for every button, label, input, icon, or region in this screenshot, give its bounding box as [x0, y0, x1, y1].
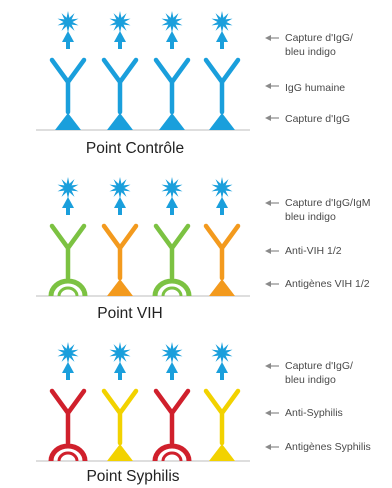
starburst-icon	[211, 11, 233, 33]
antibody-unit	[101, 177, 139, 296]
starburst-icon	[161, 342, 183, 364]
starburst-icon	[161, 11, 183, 33]
antibody-y-icon	[101, 388, 139, 446]
starburst-icon	[57, 177, 79, 199]
panel-hiv-title: Point VIH	[97, 305, 162, 322]
antigen-triangle-icon	[55, 113, 81, 130]
antibody-unit	[153, 11, 191, 130]
panel-hiv: Capture d'IgG/IgM bleu indigo Anti-VIH 1…	[36, 177, 370, 322]
pointer-arrow-icon	[265, 363, 279, 369]
starburst-icon	[161, 177, 183, 199]
antibody-y-icon	[49, 388, 87, 446]
panel-hiv-label-top-line2: bleu indigo	[285, 211, 336, 223]
antibody-y-icon	[203, 223, 241, 281]
antigen-triangle-icon	[107, 113, 133, 130]
antibody-unit	[203, 11, 241, 130]
antibody-unit	[48, 342, 88, 462]
starburst-icon	[57, 342, 79, 364]
antibody-y-icon	[101, 223, 139, 281]
antigen-arc-inner-icon	[57, 451, 79, 462]
antibody-y-icon	[49, 57, 87, 115]
antigen-arc-inner-icon	[57, 286, 79, 297]
triangle-icon	[166, 31, 178, 42]
starburst-icon	[109, 177, 131, 199]
antibody-unit	[101, 342, 139, 461]
antigen-triangle-icon	[107, 444, 133, 461]
starburst-icon	[109, 342, 131, 364]
pointer-arrow-icon	[265, 35, 279, 41]
triangle-icon	[114, 197, 126, 208]
panel-hiv-label-middle: Anti-VIH 1/2	[285, 245, 342, 257]
antigen-arc-icon	[152, 278, 192, 297]
antibody-unit	[152, 177, 192, 297]
antigen-arc-icon	[48, 443, 88, 462]
starburst-icon	[57, 11, 79, 33]
triangle-icon	[216, 31, 228, 42]
antigen-triangle-icon	[209, 113, 235, 130]
panel-syphilis-label-top-line1: Capture d'IgG/	[285, 360, 353, 372]
antigen-triangle-icon	[209, 279, 235, 296]
antigen-arc-icon	[152, 443, 192, 462]
antibody-y-icon	[153, 388, 191, 446]
antibody-y-icon	[101, 57, 139, 115]
antigen-arc-icon	[48, 278, 88, 297]
antigen-arc-inner-icon	[161, 286, 183, 297]
antigen-arc-inner-icon	[161, 451, 183, 462]
antibody-unit	[48, 177, 88, 297]
pointer-arrow-icon	[265, 200, 279, 206]
panel-control-label-bottom: Capture d'IgG	[285, 113, 350, 125]
antibody-y-icon	[203, 57, 241, 115]
antigen-triangle-icon	[209, 444, 235, 461]
pointer-arrow-icon	[265, 115, 279, 121]
panel-control: Capture d'IgG/ bleu indigo IgG humaine C…	[36, 11, 353, 157]
pointer-arrow-icon	[265, 410, 279, 416]
antigen-triangle-icon	[159, 113, 185, 130]
starburst-icon	[211, 342, 233, 364]
antibody-unit	[101, 11, 139, 130]
antibody-unit	[49, 11, 87, 130]
panel-syphilis-label-top-line2: bleu indigo	[285, 374, 336, 386]
triangle-icon	[62, 197, 74, 208]
antibody-y-icon	[153, 57, 191, 115]
antibody-unit	[203, 177, 241, 296]
antigen-triangle-icon	[107, 279, 133, 296]
panel-control-label-middle: IgG humaine	[285, 82, 345, 94]
triangle-icon	[216, 362, 228, 373]
triangle-icon	[62, 362, 74, 373]
pointer-arrow-icon	[265, 281, 279, 287]
pointer-arrow-icon	[265, 83, 279, 89]
panel-control-label-top-line2: bleu indigo	[285, 46, 336, 58]
panel-syphilis-label-middle: Anti-Syphilis	[285, 407, 343, 419]
triangle-icon	[114, 31, 126, 42]
triangle-icon	[166, 197, 178, 208]
panel-syphilis-title: Point Syphilis	[86, 468, 179, 485]
panel-control-title: Point Contrôle	[86, 140, 184, 157]
starburst-icon	[211, 177, 233, 199]
antibody-y-icon	[49, 223, 87, 281]
triangle-icon	[62, 31, 74, 42]
antibody-unit	[203, 342, 241, 461]
panel-syphilis-label-bottom: Antigènes Syphilis	[285, 441, 371, 453]
pointer-arrow-icon	[265, 248, 279, 254]
triangle-icon	[166, 362, 178, 373]
triangle-icon	[114, 362, 126, 373]
pointer-arrow-icon	[265, 444, 279, 450]
antibody-y-icon	[153, 223, 191, 281]
antibody-unit	[152, 342, 192, 462]
panel-hiv-label-top-line1: Capture d'IgG/IgM	[285, 197, 370, 209]
triangle-icon	[216, 197, 228, 208]
starburst-icon	[109, 11, 131, 33]
panel-syphilis: Capture d'IgG/ bleu indigo Anti-Syphilis…	[36, 342, 371, 485]
antibody-y-icon	[203, 388, 241, 446]
panel-control-label-top-line1: Capture d'IgG/	[285, 32, 353, 44]
panel-hiv-label-bottom: Antigènes VIH 1/2	[285, 278, 370, 290]
